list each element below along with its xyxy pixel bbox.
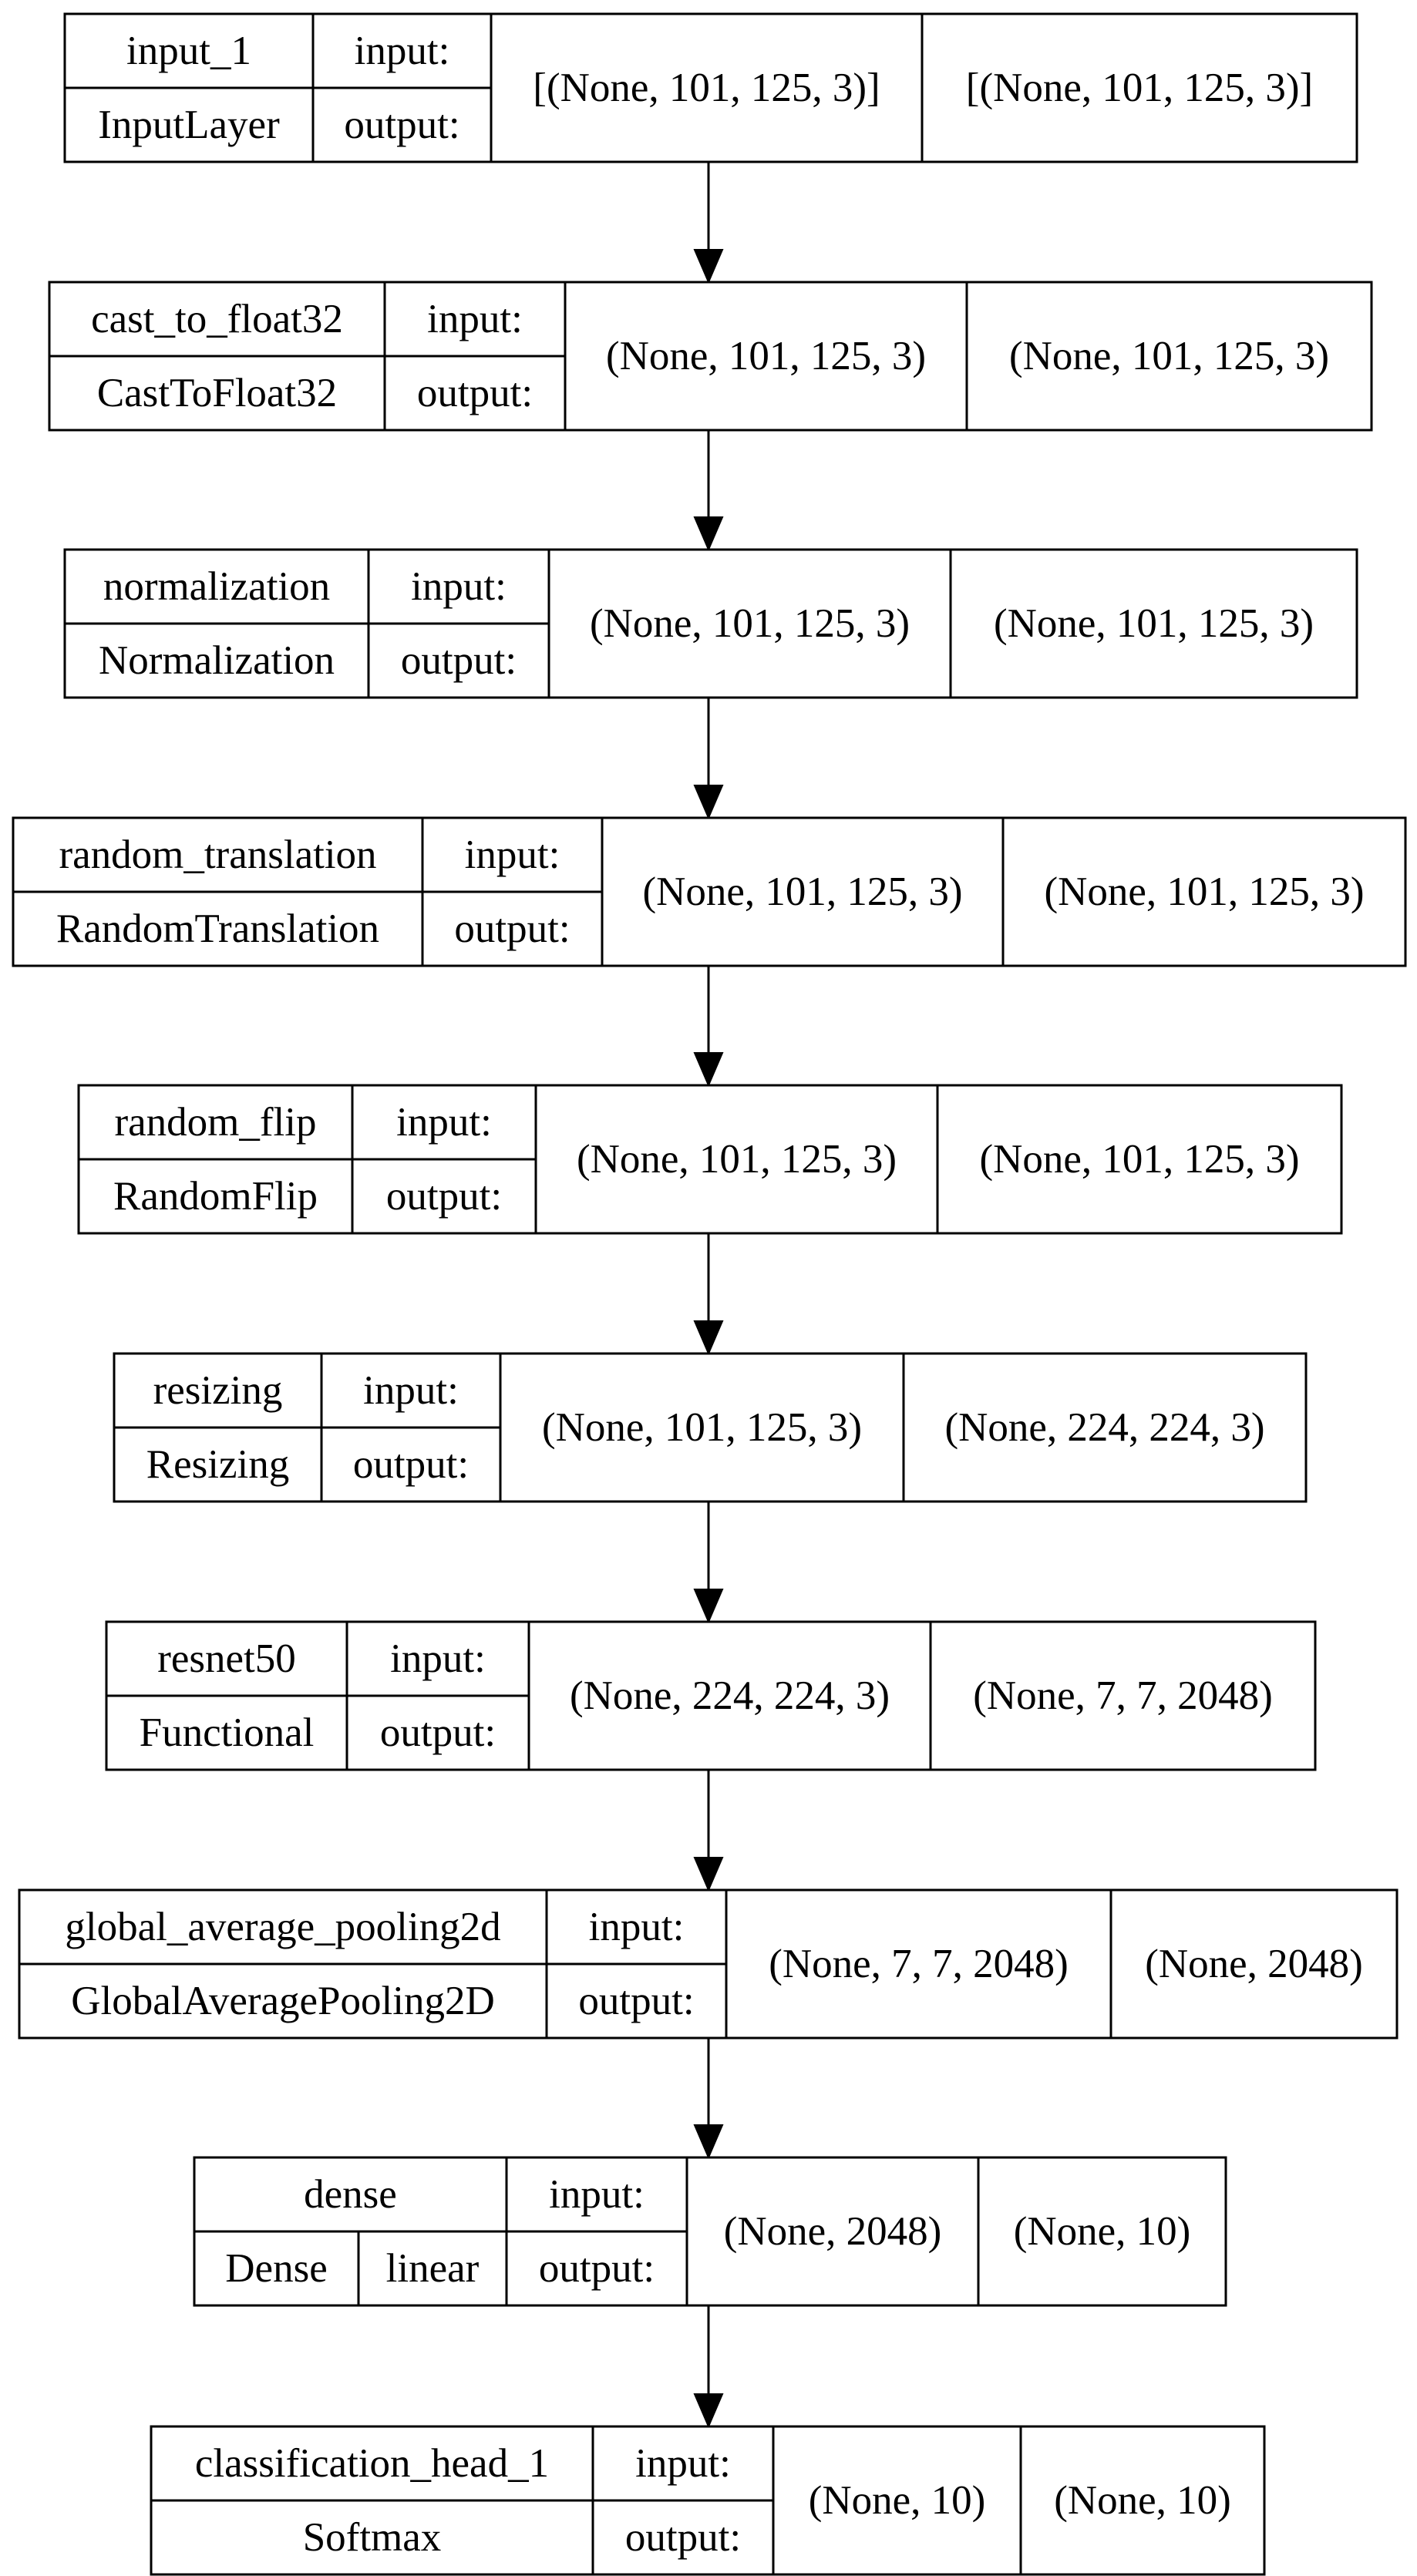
arrowhead (693, 249, 724, 284)
layer-name: global_average_pooling2d (65, 1905, 500, 1949)
input-shape: (None, 101, 125, 3) (542, 1405, 862, 1450)
input-shape: (None, 10) (809, 2478, 986, 2523)
arrowhead (693, 2124, 724, 2160)
layer-class-name: RandomTranslation (56, 906, 379, 951)
input-shape: (None, 101, 125, 3) (606, 334, 926, 378)
layer-name: cast_to_float32 (91, 297, 343, 341)
output-shape: [(None, 101, 125, 3)] (966, 66, 1313, 110)
layer-class-name: CastToFloat32 (97, 371, 337, 415)
output-port-label: output: (386, 1174, 502, 1219)
output-shape: (None, 224, 224, 3) (944, 1405, 1264, 1450)
edge-normalization-to-random_translation (693, 698, 724, 820)
input-shape: (None, 2048) (724, 2209, 942, 2254)
output-shape: (None, 10) (1054, 2478, 1231, 2523)
output-shape: (None, 10) (1014, 2209, 1191, 2254)
layer-name: normalization (103, 564, 330, 609)
layer-name: resizing (153, 1368, 283, 1413)
layer-box (48, 281, 1373, 432)
arrowhead (693, 2393, 724, 2429)
output-shape: (None, 7, 7, 2048) (973, 1673, 1273, 1718)
layer-class-name: GlobalAveragePooling2D (71, 1979, 495, 2023)
edge-cast_to_float32-to-normalization (693, 430, 724, 552)
arrowhead (693, 516, 724, 552)
arrowhead (693, 1052, 724, 1088)
input-shape: (None, 101, 125, 3) (590, 601, 910, 646)
output-shape: (None, 101, 125, 3) (1044, 869, 1364, 914)
edge-resizing-to-resnet50 (693, 1502, 724, 1624)
output-shape: (None, 101, 125, 3) (994, 601, 1314, 646)
layer-class-name: InputLayer (98, 103, 280, 147)
input-port-label: input: (355, 29, 450, 73)
layer-box (105, 1620, 1317, 1771)
input-shape: [(None, 101, 125, 3)] (533, 66, 880, 110)
edge-random_translation-to-random_flip (693, 966, 724, 1088)
layer-name: resnet50 (157, 1636, 296, 1681)
input-port-label: input: (465, 832, 560, 877)
input-port-label: input: (390, 1636, 486, 1681)
layer-name: dense (304, 2172, 397, 2217)
input-shape: (None, 7, 7, 2048) (769, 1942, 1069, 1986)
arrowhead (693, 1857, 724, 1892)
output-port-label: output: (353, 1442, 469, 1487)
output-port-label: output: (344, 103, 459, 147)
layer-class-name: Dense (225, 2246, 327, 2291)
input-port-label: input: (589, 1905, 685, 1949)
layer-name: random_translation (59, 832, 376, 877)
output-port-label: output: (454, 906, 570, 951)
input-shape: (None, 224, 224, 3) (570, 1673, 890, 1718)
edge-dense-to-classification_head_1 (693, 2305, 724, 2429)
output-port-label: output: (625, 2515, 741, 2560)
output-port-label: output: (380, 1710, 496, 1755)
layer-class-name: Resizing (146, 1442, 289, 1487)
layer-class-name: Functional (140, 1710, 315, 1755)
output-port-label: output: (401, 638, 517, 683)
output-port-label: output: (578, 1979, 694, 2023)
edge-random_flip-to-resizing (693, 1233, 724, 1356)
layer-class-name: Softmax (303, 2515, 442, 2560)
output-shape: (None, 2048) (1145, 1942, 1363, 1986)
output-port-label: output: (417, 371, 533, 415)
arrowhead (693, 1320, 724, 1356)
edge-resnet50-to-global_average_pooling2d (693, 1770, 724, 1892)
input-port-label: input: (363, 1368, 459, 1413)
layer-class-name: Normalization (99, 638, 335, 683)
input-shape: (None, 101, 125, 3) (642, 869, 962, 914)
input-shape: (None, 101, 125, 3) (577, 1137, 897, 1182)
edges (693, 162, 724, 2429)
layer-node-global_average_pooling2d: global_average_pooling2dGlobalAveragePoo… (18, 1888, 1398, 2040)
input-port-label: input: (549, 2172, 645, 2217)
input-port-label: input: (635, 2441, 731, 2486)
arrowhead (693, 785, 724, 820)
input-port-label: input: (396, 1100, 492, 1145)
layer-name: random_flip (115, 1100, 317, 1145)
layer-name: input_1 (126, 29, 251, 73)
edge-input_1-to-cast_to_float32 (693, 162, 724, 284)
arrowhead (693, 1589, 724, 1624)
edge-global_average_pooling2d-to-dense (693, 2038, 724, 2160)
layer-activation: linear (386, 2246, 480, 2291)
output-shape: (None, 101, 125, 3) (979, 1137, 1299, 1182)
input-port-label: input: (411, 564, 507, 609)
layer-name: classification_head_1 (195, 2441, 549, 2486)
input-port-label: input: (427, 297, 523, 341)
output-port-label: output: (539, 2246, 655, 2291)
layer-class-name: RandomFlip (113, 1174, 318, 1219)
output-shape: (None, 101, 125, 3) (1009, 334, 1329, 378)
